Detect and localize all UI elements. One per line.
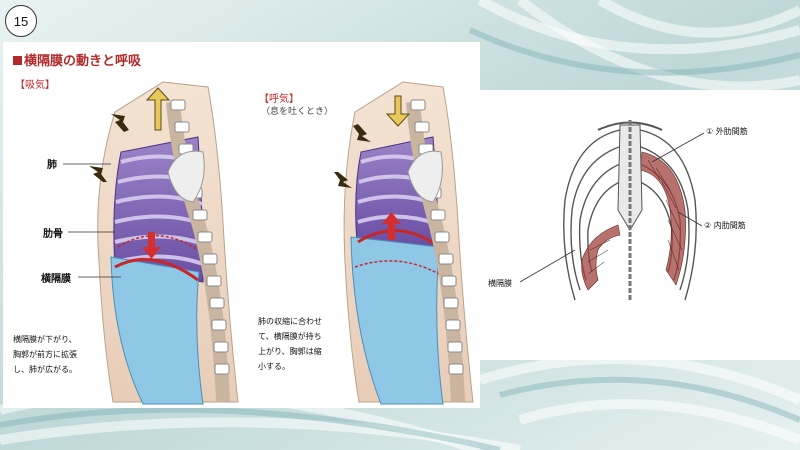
label-rib: 肋骨 <box>43 229 63 240</box>
slide-number: 15 <box>5 5 37 37</box>
ribcage-illustration <box>519 120 705 301</box>
exhale-description: 肺の収縮に合わせ て、横隔膜が持ち 上がり、胸郭は縮 小する。 <box>258 317 322 371</box>
inhale-figure <box>63 81 239 405</box>
exhale-figure <box>334 81 474 405</box>
respiration-illustration <box>63 81 474 405</box>
diaphragm-diagram-panel: 横隔膜の動きと呼吸 【吸気】 【呼気】 （息を吐くとき） 肺 肋骨 横隔膜 横隔… <box>3 42 480 408</box>
diagram-title-text: 横隔膜の動きと呼吸 <box>24 54 142 69</box>
title-bullet-icon <box>13 56 22 65</box>
ribcage-diagram-panel: ① 外肋間筋 ② 内肋間筋 横隔膜 <box>480 90 800 360</box>
label-internal-intercostal: ② 内肋間筋 <box>704 221 746 230</box>
label-ribcage-diaphragm: 横隔膜 <box>488 279 512 288</box>
label-lung: 肺 <box>47 160 57 171</box>
inhale-tag: 【吸気】 <box>15 80 55 91</box>
diagram-title: 横隔膜の動きと呼吸 <box>13 50 141 69</box>
label-external-intercostal: ① 外肋間筋 <box>706 127 748 136</box>
inhale-description: 横隔膜が下がり、 胸郭が前方に拡張 し、肺が広がる。 <box>13 335 77 374</box>
exhale-subtitle: （息を吐くとき） <box>261 107 334 117</box>
exhale-tag: 【呼気】 <box>259 94 299 105</box>
label-diaphragm: 横隔膜 <box>41 274 71 285</box>
